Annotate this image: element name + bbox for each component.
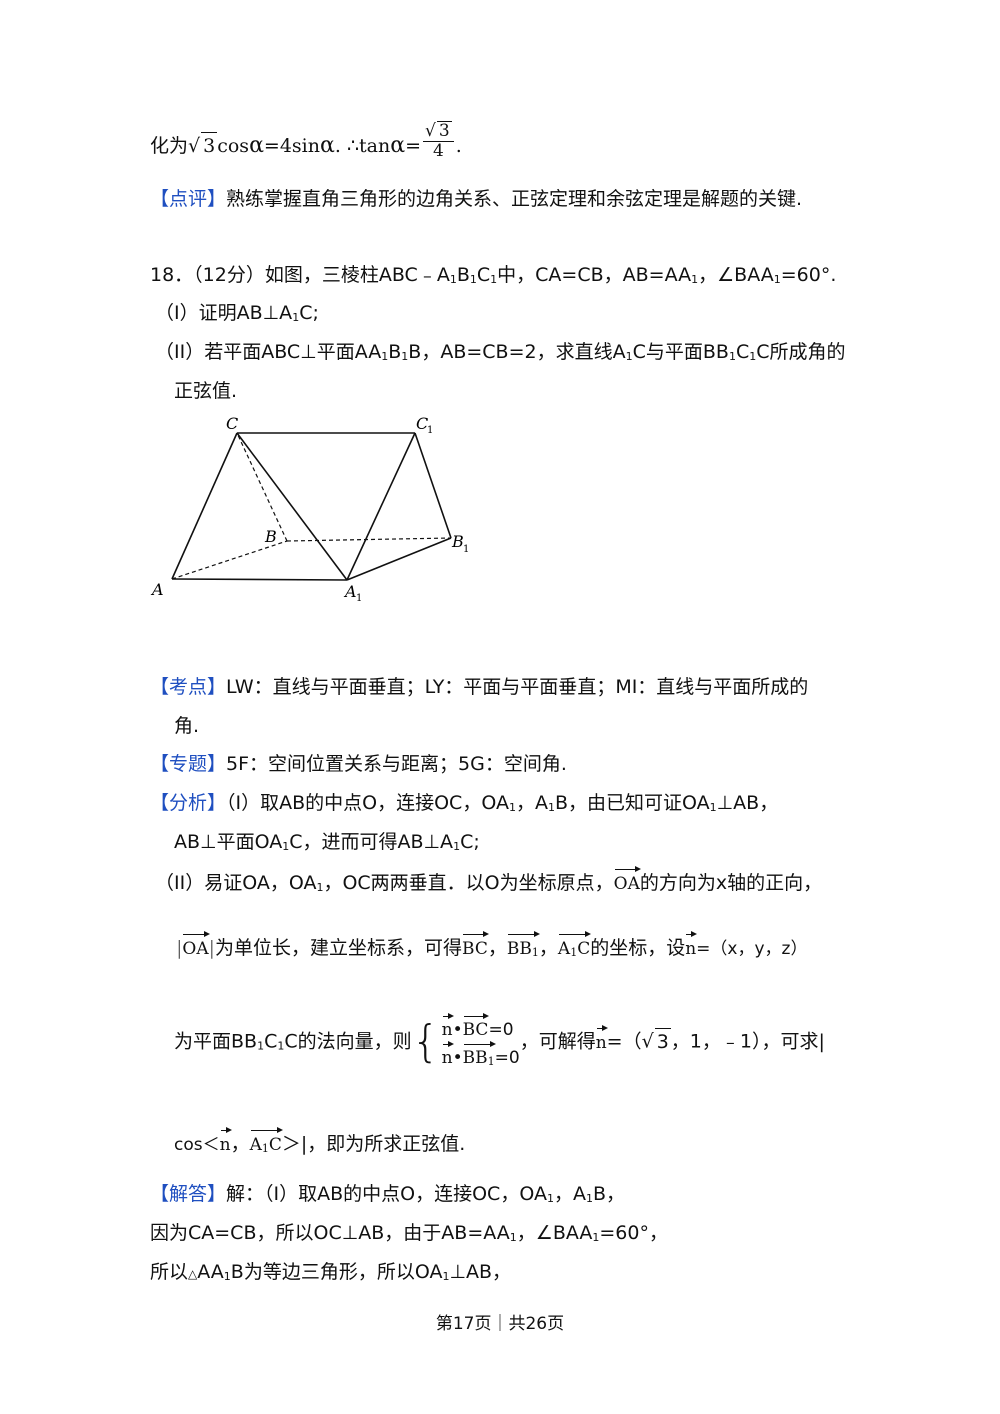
vector-n: n: [596, 1024, 608, 1056]
page-footer: 第17页｜共26页: [435, 1314, 565, 1334]
problem-part-2-cont: 正弦值.: [174, 380, 238, 402]
jieda-line-1: 【解答】解：（I）取AB的中点O，连接OC，OA1，A1B，: [150, 1183, 625, 1205]
fenxi-tag: 【分析】: [150, 792, 227, 814]
review-tag: 【点评】: [150, 188, 227, 210]
edge-c1-a1: [346, 432, 416, 581]
edge-a-b: [171, 540, 288, 580]
vector-n: n: [685, 931, 698, 962]
problem-part-1: （I）证明AB⊥A1C;: [155, 302, 319, 324]
kaodian-tag: 【考点】: [150, 676, 227, 698]
label-c1-sub: 1: [427, 425, 433, 436]
label-b1: B: [451, 532, 464, 551]
problem-part-2: （II）若平面ABC⊥平面AA1B1B，AB=CB=2，求直线A1C与平面BB1…: [155, 341, 846, 363]
kaodian-cont: 角.: [174, 715, 200, 737]
edge-a1-b1: [346, 537, 452, 581]
vector-a1c: A1C: [558, 931, 592, 962]
fenxi-line-1: 【分析】（I）取AB的中点O，连接OC，OA1，A1B，由已知可证OA1⊥AB，: [150, 792, 779, 814]
brace: {: [411, 1016, 440, 1067]
vector-oa: OA: [182, 931, 210, 962]
edge-c1-b1: [414, 432, 452, 539]
edge-a-c: [171, 432, 238, 580]
label-b: B: [264, 527, 277, 546]
review-line: 【点评】熟练掌握直角三角形的边角关系、正弦定理和余弦定理是解题的关键.: [150, 188, 803, 210]
edge-b-c: [236, 432, 288, 542]
prism-figure: C C 1 B B 1 A A 1: [150, 414, 469, 604]
vector-a1c: A1C: [250, 1127, 284, 1158]
jieda-tag: 【解答】: [150, 1183, 227, 1205]
fenxi-line-6: cos＜n，A1C＞|，即为所求正弦值.: [174, 1127, 465, 1158]
label-a1-sub: 1: [356, 593, 362, 604]
vector-n: n: [220, 1127, 232, 1158]
edge-c-a1: [236, 432, 348, 581]
label-a: A: [150, 580, 164, 599]
fenxi-line-3: （II）易证OA，OA1，OC两两垂直．以O为坐标原点，OA的方向为x轴的正向，: [155, 866, 822, 897]
label-a1: A: [343, 582, 357, 601]
problem-heading: 18．（12分）如图，三棱柱ABC﹣A1B1C1中，CA=CB，AB=AA1，∠…: [150, 264, 837, 286]
fenxi-line-2: AB⊥平面OA1C，进而可得AB⊥A1C;: [174, 831, 480, 853]
jieda-line-3: 所以△AA1B为等边三角形，所以OA1⊥AB，: [150, 1261, 512, 1283]
vector-oa: OA: [614, 866, 642, 897]
edge-a-a1: [171, 578, 348, 581]
vector-bc: BC: [462, 931, 489, 962]
label-b1-sub: 1: [463, 544, 469, 555]
kaodian-line: 【考点】LW：直线与平面垂直；LY：平面与平面垂直；MI：直线与平面所成的: [150, 676, 809, 698]
jieda-line-2: 因为CA=CB，所以OC⊥AB，由于AB=AA1，∠BAA1=60°，: [150, 1222, 668, 1244]
label-c1: C: [416, 414, 428, 433]
vector-bb1: BB1: [507, 931, 540, 962]
zhuanti-tag: 【专题】: [150, 753, 227, 775]
zhuanti-line: 【专题】5F：空间位置关系与距离；5G：空间角.: [150, 753, 567, 775]
edge-b-b1: [286, 537, 452, 542]
label-c: C: [226, 414, 238, 433]
fenxi-line-4: |OA|为单位长，建立坐标系，可得BC，BB1，A1C的坐标，设n=（x，y，z…: [176, 931, 807, 962]
